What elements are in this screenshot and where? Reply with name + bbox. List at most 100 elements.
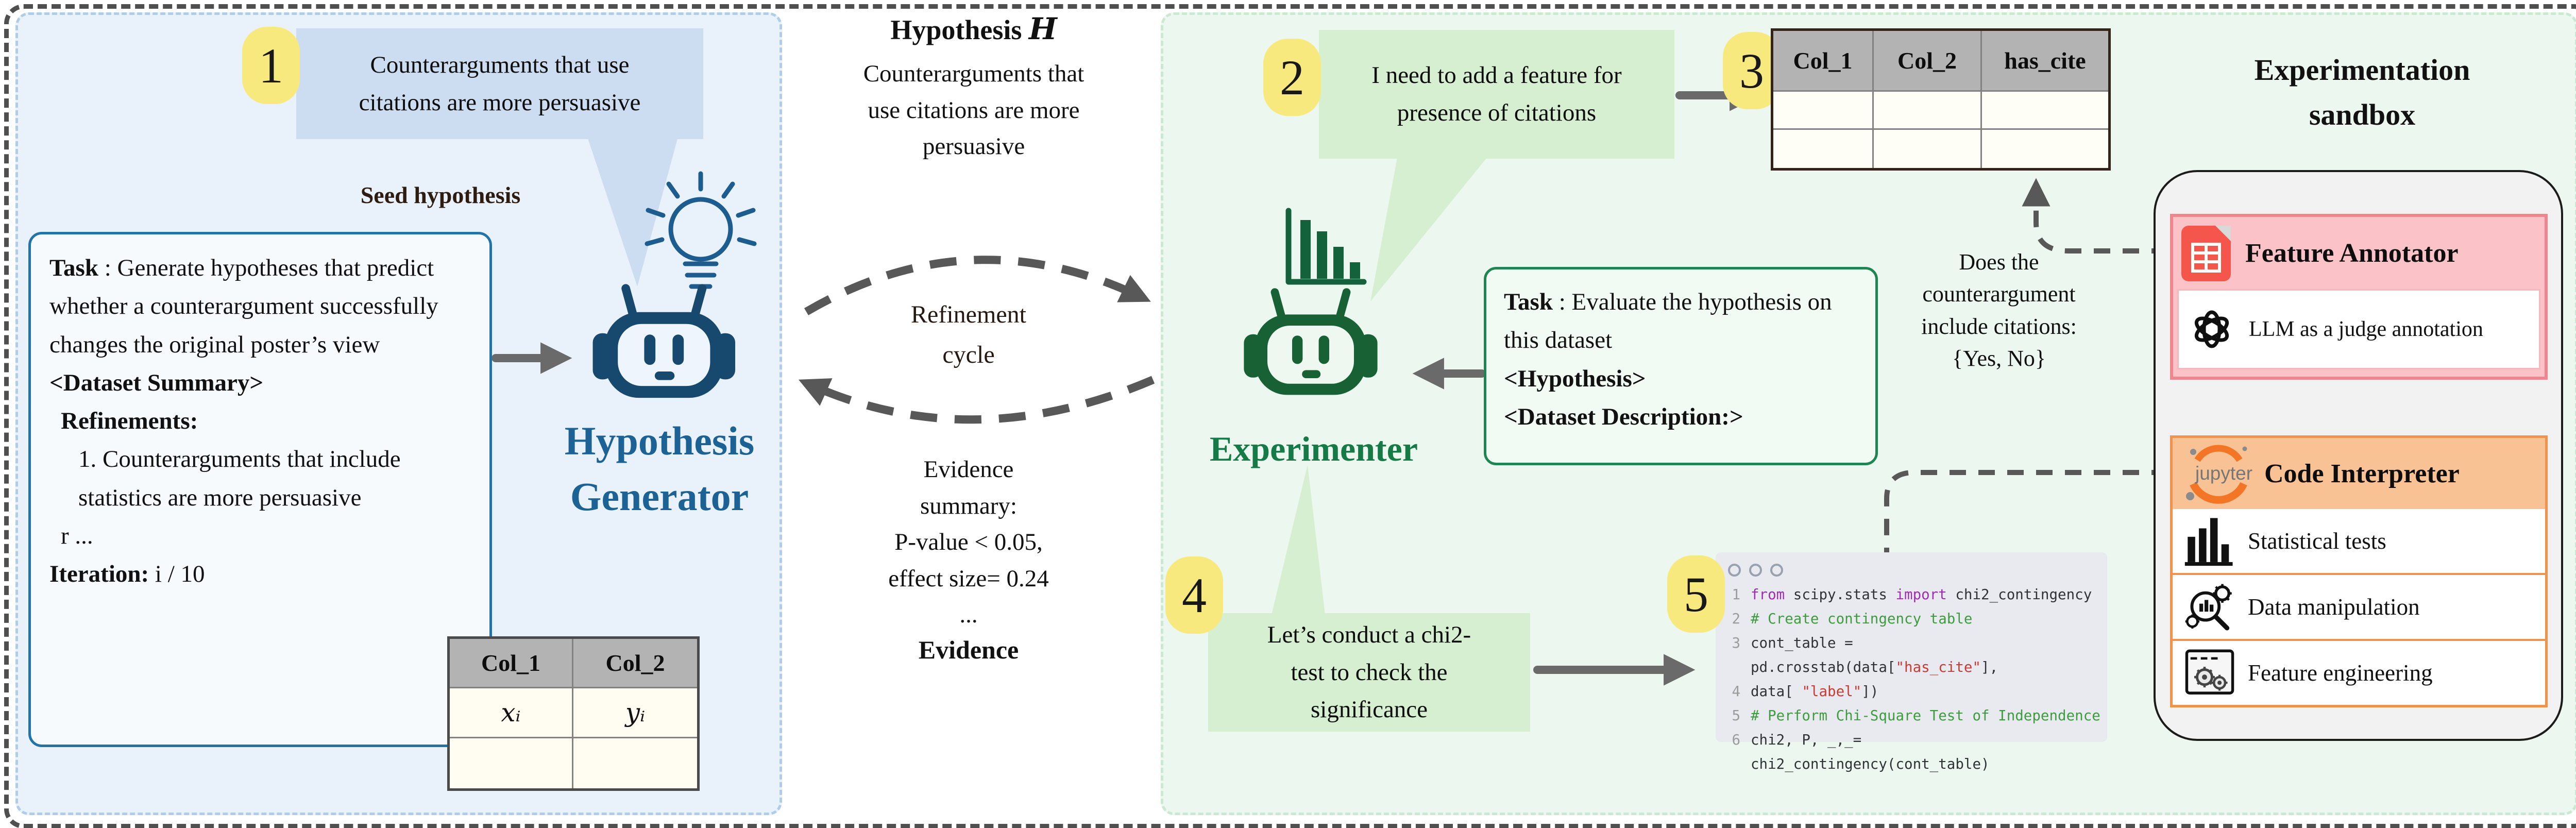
table3-cell-empty [1874,92,1982,130]
step-badge-2: 2 [1263,39,1321,116]
statistical-tests-row: Statistical tests [2173,509,2545,573]
evidence-label: Evidence [918,635,1019,664]
table3-cell-empty [1874,130,1982,168]
hypothesis-title-symbol: H [1028,11,1057,46]
generator-task-word: Task [49,255,98,281]
table1-cell-empty [573,738,697,788]
evidence-summary-line3: P-value < 0.05, [894,529,1043,555]
sheets-icon [2181,226,2231,281]
chi2-test-bubble-line2: test to check the [1291,658,1448,686]
current-hypothesis-line3: persuasive [922,133,1025,160]
add-feature-bubble-line1: I need to add a feature for [1371,62,1622,89]
table3-header-col2: Col_2 [1874,31,1982,92]
dataset-description-tag: <Dataset Description:> [1504,403,1743,430]
figure-dashed-border [4,4,2576,828]
table3-cell-empty [1773,130,1874,168]
seed-hypothesis-label: Seed hypothesis [360,182,521,208]
augmented-dataset-table: Col_1 Col_2 has_cite [1771,28,2111,171]
code-text: ], [1981,659,1998,675]
citation-note-line3: include citations: [1921,313,2077,339]
step-badge-1: 1 [242,27,300,104]
llm-judge-row: LLM as a judge annotation [2177,289,2540,369]
evidence-summary-line4: effect size= 0.24 [888,565,1049,592]
evidence-summary-line5: ... [959,601,978,628]
refinement-cycle-label-line2: cycle [942,341,995,368]
table3-header-hascite: has_cite [1982,31,2108,92]
table1-cell-empty [450,738,573,788]
citation-note-line1: Does the [1959,249,2039,275]
seed-dataset-table: Col_1 Col_2 xᵢ yᵢ [447,636,700,791]
code-text: data[ [1751,683,1802,700]
experimenter-task-box: Task : Evaluate the hypothesis on this d… [1484,267,1878,465]
seed-hypothesis-bubble-line1: Counterarguments that use [370,51,630,78]
hypothesis-title-word: Hypothesis [890,14,1022,45]
code-string: "has_cite" [1895,659,1981,675]
window-dot-icon [1749,564,1762,577]
code-text: cont_table = pd.crosstab(data[ [1751,635,1896,675]
jupyter-icon: jupyter [2186,445,2252,504]
sandbox-title-line1: Experimentation [2254,53,2470,87]
refinement-cycle-label: Refinement cycle [850,295,1087,375]
code-text: scipy.stats [1785,586,1896,603]
feature-engineering-row: Feature engineering [2173,639,2545,705]
feature-engineering-icon [2185,649,2234,695]
jupyter-wordmark: jupyter [2195,463,2252,484]
code-interpreter-header: jupyter Code Interpreter [2173,438,2545,509]
evidence-summary-line1: Evidence [923,456,1014,483]
code-comment: # Create contingency table [1751,611,1973,627]
line-number: 6 [1732,732,1740,748]
table3-cell-empty [1982,130,2108,168]
table3-header-col1: Col_1 [1773,31,1874,92]
feature-engineering-label: Feature engineering [2248,660,2433,686]
evidence-summary-line2: summary: [920,492,1017,519]
table3-cell-empty [1982,92,2108,130]
code-interpreter-box: jupyter Code Interpreter Statistical tes… [2170,435,2548,707]
table1-header-col1: Col_1 [450,639,573,688]
code-line: 5 # Perform Chi-Square Test of Independen… [1716,704,2107,728]
generator-task-body: : Generate hypotheses that predict wheth… [49,255,438,358]
line-number: 2 [1732,611,1740,627]
openai-icon [2194,310,2229,348]
code-comment: # Perform Chi-Square Test of Independenc… [1751,707,2100,724]
line-number: 1 [1732,586,1740,603]
sandbox-title-line2: sandbox [2309,98,2416,131]
code-text: chi2_contingency [1946,586,2092,603]
line-number: 5 [1732,707,1740,724]
refinement-cycle-label-line1: Refinement [911,301,1026,328]
statistical-tests-label: Statistical tests [2248,528,2386,554]
citation-annotation-note: Does the counterargument include citatio… [1886,246,2112,375]
citation-note-line4: {Yes, No} [1952,346,2046,371]
add-feature-bubble-line2: presence of citations [1397,99,1597,126]
table1-header-col2: Col_2 [573,639,697,688]
code-keyword: import [1895,586,1947,603]
feature-annotator-box: Feature Annotator LLM as a judge annotat… [2170,214,2548,380]
generator-task-text: Task : Generate hypotheses that predict … [49,249,471,364]
hypothesis-title: Hypothesis H [840,11,1108,46]
table1-cell-x: xᵢ [450,688,573,738]
llm-judge-label: LLM as a judge annotation [2249,317,2483,341]
refinement-ellipsis: r ... [61,522,93,549]
experimenter-task-body: : Evaluate the hypothesis on this datase… [1504,289,1832,354]
data-manipulation-icon [2185,584,2232,631]
add-feature-bubble: I need to add a feature for presence of … [1319,30,1674,159]
window-dots [1716,552,2107,577]
data-manipulation-row: Data manipulation [2173,573,2545,639]
step-badge-4: 4 [1165,556,1223,634]
current-hypothesis-text: Counterarguments that use citations are … [824,56,1123,165]
feature-annotator-header: Feature Annotator [2173,217,2545,289]
line-number: 4 [1732,683,1740,700]
evidence-summary-text: Evidence summary: P-value < 0.05, effect… [824,451,1113,633]
experimenter-label: Experimenter [1209,429,1418,468]
table1-cell-y: yᵢ [573,688,697,738]
experimentation-sandbox-title: Experimentation sandbox [2179,47,2545,137]
feature-annotator-title: Feature Annotator [2245,238,2459,268]
hypothesis-generator-label-line2: Generator [570,474,749,519]
code-interpreter-title: Code Interpreter [2264,459,2460,488]
hypothesis-generator-label-line1: Hypothesis [564,418,755,463]
window-dot-icon [1728,564,1741,577]
